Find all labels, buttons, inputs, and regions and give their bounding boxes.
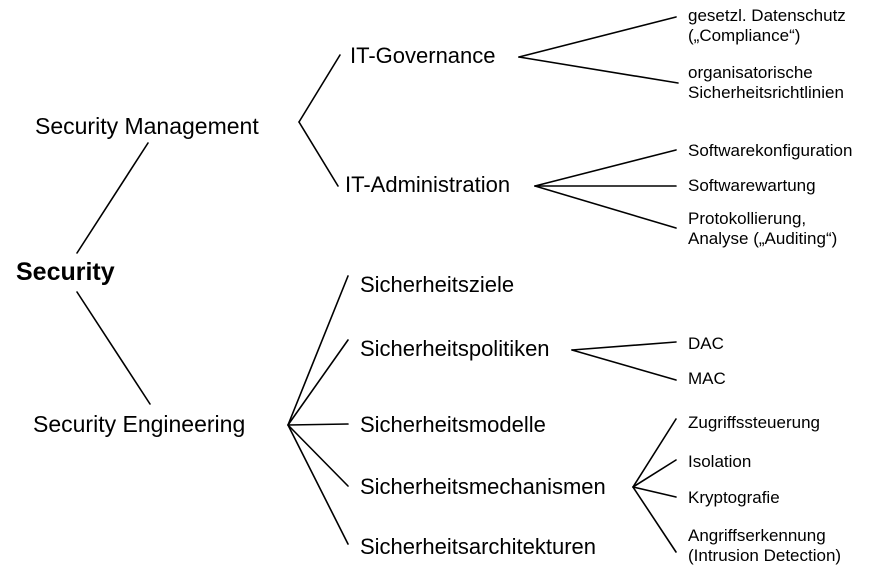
edge-politiken-to-mac (571, 349, 677, 381)
node-security-engineering: Security Engineering (33, 411, 246, 437)
edge-se-to-sicherheitsarchitekturen (287, 424, 349, 545)
edge-gov-to-organisatorische-richtlinien (518, 56, 679, 84)
node-sicherheitsziele: Sicherheitsziele (360, 272, 515, 297)
edge-se-to-sicherheitspolitiken (287, 339, 349, 426)
edge-se-to-sicherheitsmechanismen (287, 424, 349, 487)
node-zugriffssteuerung: Zugriffssteuerung (688, 413, 820, 432)
edge-mechanismen-to-kryptografie (632, 486, 677, 498)
edge-gov-to-gesetzl-datenschutz (518, 16, 677, 58)
node-sicherheitsmodelle: Sicherheitsmodelle (360, 412, 546, 437)
edge-root-to-security-management (76, 142, 149, 254)
node-security-management: Security Management (35, 113, 259, 139)
edge-se-to-sicherheitsmodelle (287, 423, 349, 426)
node-sicherheitsmechanismen: Sicherheitsmechanismen (360, 474, 606, 499)
node-kryptografie: Kryptografie (688, 488, 780, 507)
edge-sm-to-it-governance (298, 54, 341, 123)
edge-politiken-to-dac (571, 341, 677, 351)
node-it-administration: IT-Administration (345, 172, 511, 197)
node-security-root: Security (16, 258, 115, 286)
node-dac: DAC (688, 334, 724, 353)
edge-sm-to-it-administration (298, 121, 339, 187)
edge-se-to-sicherheitsziele (287, 275, 349, 426)
node-organisatorische-sicherheitsrichtlinien: organisatorische Sicherheitsrichtlinien (688, 63, 844, 102)
edge-root-to-security-engineering (76, 291, 151, 405)
node-angriffserkennung-intrusion-detection: Angriffserkennung (Intrusion Detection) (688, 526, 842, 565)
node-isolation: Isolation (688, 452, 752, 471)
edge-mechanismen-to-isolation (632, 459, 677, 488)
node-mac: MAC (688, 369, 726, 388)
edge-adm-to-softwarekonfiguration (534, 149, 677, 187)
node-gesetzl-datenschutz: gesetzl. Datenschutz („Compliance“) (688, 6, 846, 45)
node-softwarekonfiguration: Softwarekonfiguration (688, 141, 853, 160)
node-sicherheitsarchitekturen: Sicherheitsarchitekturen (360, 534, 597, 559)
edge-mechanismen-to-angriffserkennung (632, 486, 677, 553)
node-sicherheitspolitiken: Sicherheitspolitiken (360, 336, 550, 361)
node-softwarewartung: Softwarewartung (688, 176, 816, 195)
edge-mechanismen-to-zugriffssteuerung (632, 418, 677, 488)
node-it-governance: IT-Governance (350, 43, 496, 68)
node-protokollierung-analyse-auditing: Protokollierung, Analyse („Auditing“) (688, 209, 838, 248)
edge-adm-to-protokollierung (534, 185, 677, 229)
